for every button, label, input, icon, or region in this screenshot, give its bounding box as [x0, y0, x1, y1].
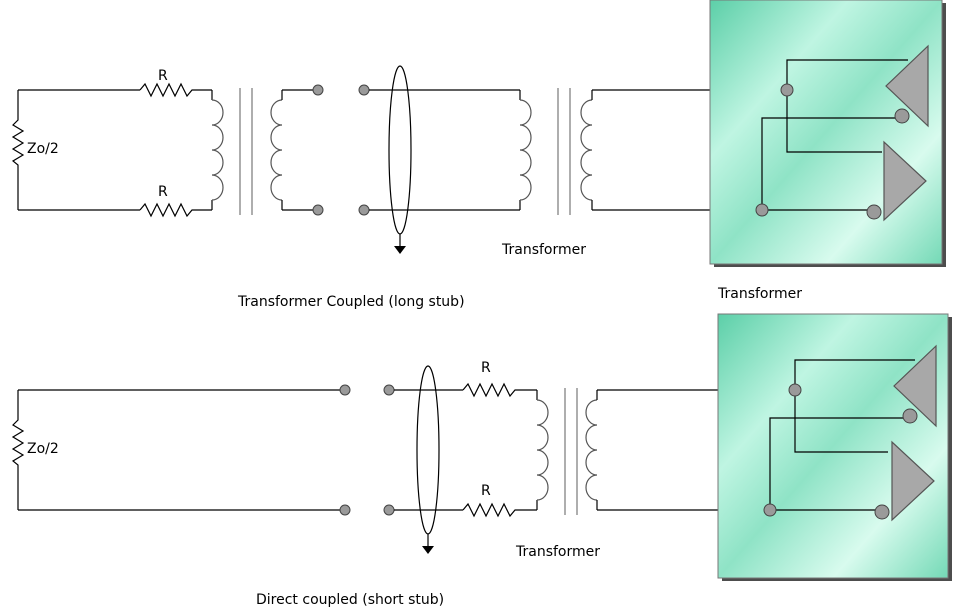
connector-node	[788, 383, 802, 397]
ground-icon	[422, 546, 434, 554]
resistor-label: R	[481, 483, 491, 499]
transceiver-panel-bottom	[717, 313, 952, 581]
connector-node	[894, 108, 910, 124]
connector-node	[312, 204, 324, 216]
connector-node	[902, 408, 918, 424]
receiver-amplifier-icon	[885, 44, 929, 128]
connector-node	[339, 504, 351, 516]
direct-coupled-circuit	[11, 365, 790, 554]
connector-node	[339, 384, 351, 396]
series-resistor-bottom-upper	[462, 382, 537, 398]
connector-node	[312, 84, 324, 96]
resistor-label: R	[481, 360, 491, 376]
resistor-label: R	[158, 184, 168, 200]
caption-direct-coupled: Direct coupled (short stub)	[256, 592, 444, 608]
transceiver-panel-top	[709, 0, 946, 267]
series-resistor-top-lower	[139, 202, 212, 218]
driver-amplifier-icon	[883, 140, 927, 222]
resistor-label: R	[158, 68, 168, 84]
transformer-coupled-circuit	[11, 65, 782, 254]
connector-node	[763, 503, 777, 517]
connector-node	[866, 204, 882, 220]
connector-node	[780, 83, 794, 97]
termination-label: Zo/2	[27, 441, 59, 457]
transformer-label: Transformer	[717, 286, 802, 302]
coupling-transformer-left	[211, 88, 283, 215]
transformer-label: Transformer	[515, 544, 600, 560]
connector-node	[358, 204, 370, 216]
shield-loop	[416, 365, 440, 535]
shield-loop	[388, 65, 412, 235]
series-resistor-top-upper	[139, 82, 212, 98]
ground-icon	[394, 246, 406, 254]
series-resistor-bottom-lower	[462, 502, 537, 518]
receiver-amplifier-icon	[893, 344, 937, 428]
connector-node	[755, 203, 769, 217]
connector-node	[358, 84, 370, 96]
connector-node	[383, 504, 395, 516]
caption-transformer-coupled: Transformer Coupled (long stub)	[237, 294, 465, 310]
transformer-label: Transformer	[501, 242, 586, 258]
termination-label: Zo/2	[27, 141, 59, 157]
bus-transformer-bottom	[536, 388, 598, 515]
driver-amplifier-icon	[891, 440, 935, 522]
connector-node	[874, 504, 890, 520]
connector-node	[383, 384, 395, 396]
termination-resistor-bottom	[11, 390, 25, 510]
termination-resistor-top	[11, 90, 25, 210]
bus-transformer-top	[519, 88, 593, 215]
